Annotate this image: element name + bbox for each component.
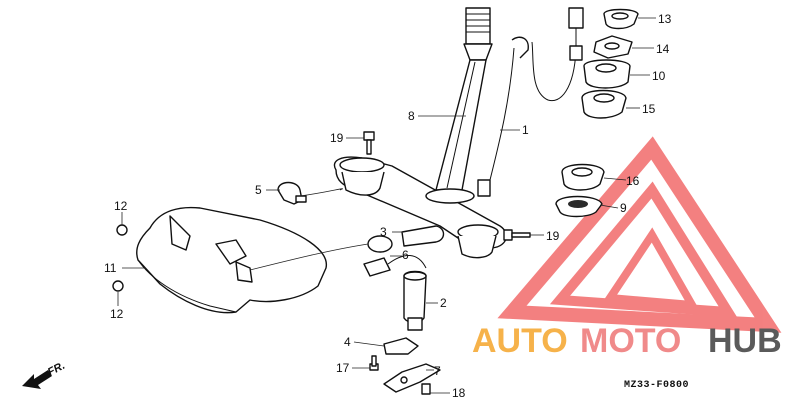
bolt-19-right (503, 229, 531, 241)
hose-6 (363, 255, 427, 277)
part-label: 3 (380, 225, 387, 239)
clamp-5 (277, 181, 307, 205)
bracket-4 (383, 337, 419, 355)
leader-lines (117, 17, 656, 394)
part-label: 18 (452, 386, 466, 400)
part-label: 16 (626, 174, 640, 188)
part-label: 2 (440, 296, 447, 310)
watermark-word-hub: HUB (708, 322, 782, 360)
part-label: 11 (104, 261, 117, 275)
part-label: 12 (114, 199, 128, 213)
watermark-word-auto: AUTO (472, 322, 568, 360)
arrow-icon (22, 370, 52, 389)
part-label: 14 (656, 42, 670, 56)
bearing-stack-top (581, 8, 639, 119)
part-label: 1 (522, 123, 529, 137)
part-label: 9 (620, 201, 627, 215)
bolt-19-top (363, 131, 375, 155)
bolt-17 (369, 355, 379, 371)
watermark-logo (497, 136, 782, 333)
watermark-text: AUTO MOTO HUB (472, 322, 782, 360)
part-label: 19 (546, 229, 560, 243)
part-label: 19 (330, 131, 344, 145)
front-cover-11 (136, 206, 327, 314)
part-label: 10 (652, 69, 666, 83)
part-label: 17 (336, 361, 350, 375)
front-direction-indicator: FR. (22, 360, 67, 389)
part-label: 13 (658, 12, 672, 26)
part-labels: 1 2 3 4 5 6 7 8 9 10 11 12 12 13 14 15 1… (104, 12, 672, 400)
screw-12-lower (112, 280, 124, 292)
part-label: 15 (642, 102, 656, 116)
speedometer-cable (477, 7, 584, 197)
bracket-7 (383, 363, 441, 393)
screw-12-upper (116, 224, 128, 236)
part-label: 12 (110, 307, 124, 321)
bearing-stack-bottom (555, 163, 605, 218)
part-label: 4 (344, 335, 351, 349)
part-label: 8 (408, 109, 415, 123)
bolt-18 (421, 383, 431, 395)
direction-label: FR. (46, 360, 67, 379)
cylinder-2 (403, 270, 427, 331)
steering-stem (435, 7, 493, 191)
part-label: 5 (255, 183, 262, 197)
watermark-word-moto: MOTO (580, 322, 681, 360)
part-label: 6 (402, 248, 409, 262)
clamp-3 (367, 225, 445, 253)
diagram-code: MZ33-F0800 (624, 380, 689, 391)
fork-crown (333, 156, 508, 259)
part-label: 7 (434, 364, 441, 378)
